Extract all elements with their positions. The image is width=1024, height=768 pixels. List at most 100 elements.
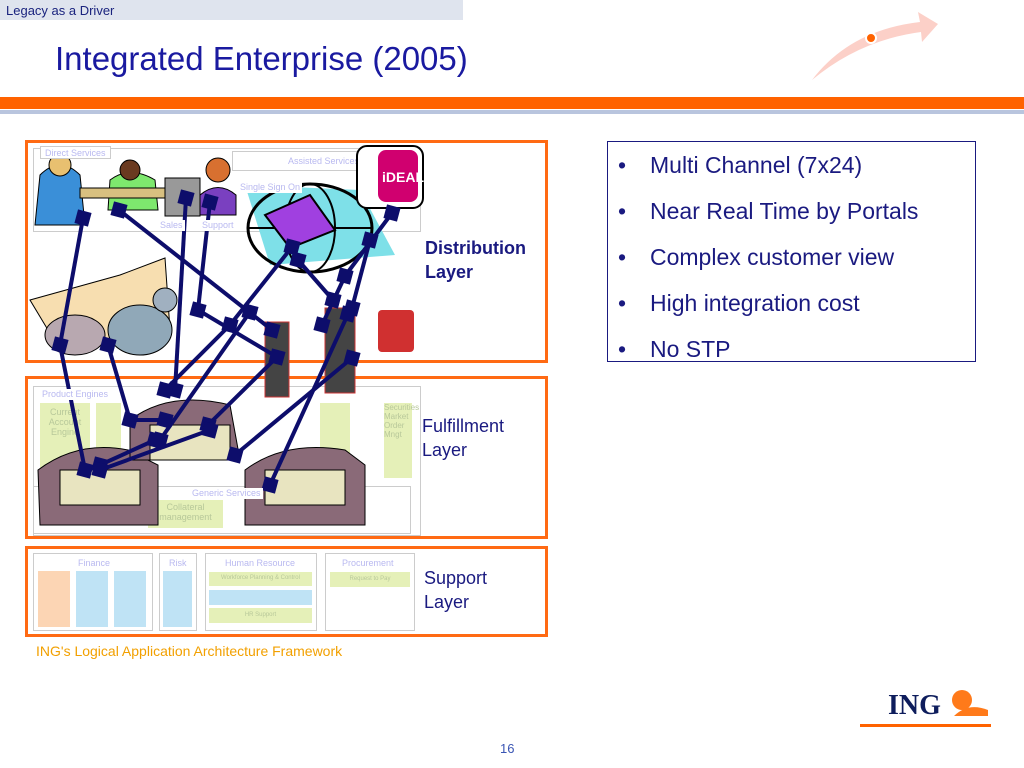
distribution-layer-label: Distribution Layer	[425, 236, 526, 284]
connection-node	[241, 303, 259, 321]
connection-node	[283, 238, 301, 256]
ideal-logo-icon: iDEAL	[356, 145, 424, 209]
connection-node	[226, 446, 244, 464]
section-tab: Legacy as a Driver	[0, 0, 463, 20]
finance-label: Finance	[78, 558, 111, 568]
procurement-label: Procurement	[342, 558, 394, 568]
connection-line	[58, 344, 87, 471]
connection-node	[201, 193, 219, 211]
connection-node	[361, 231, 379, 249]
connection-node	[313, 316, 331, 334]
bullet-item: Complex customer view	[618, 244, 975, 290]
label-line: Distribution	[425, 238, 526, 258]
connection-line	[163, 323, 232, 392]
risk-box	[159, 553, 197, 631]
connection-node	[110, 201, 128, 219]
connection-line	[296, 258, 335, 302]
connection-node	[201, 421, 219, 439]
connection-node	[99, 336, 117, 354]
network-connections	[51, 189, 401, 494]
connection-node	[51, 336, 69, 354]
connection-line	[196, 201, 212, 311]
collateral-box: Collateral management	[148, 500, 223, 528]
header-orange-bar	[0, 97, 1024, 109]
bullet-item: Near Real Time by Portals	[618, 198, 975, 244]
label-line: Layer	[425, 262, 474, 282]
sales-label: Sales	[158, 220, 185, 231]
direct-services-box: Direct Services	[40, 146, 111, 159]
sso-label: Single Sign On	[238, 182, 303, 193]
connection-line	[99, 438, 156, 467]
connection-node	[121, 411, 139, 429]
connection-node	[268, 348, 286, 366]
lion-logo-icon	[952, 690, 988, 716]
connection-node	[146, 431, 164, 449]
ing-underline	[860, 724, 991, 727]
risk-label: Risk	[169, 558, 187, 568]
risk-item	[163, 571, 192, 627]
generic-services-label: Generic Services	[190, 488, 263, 499]
ing-logo: ING	[888, 690, 941, 721]
connection-node	[324, 291, 342, 309]
support-layer-label: Support Layer	[424, 566, 487, 614]
mailbox-icon	[378, 310, 414, 352]
bullet-box: Multi Channel (7x24) Near Real Time by P…	[607, 141, 976, 362]
slide-title: Integrated Enterprise (2005)	[55, 40, 468, 77]
hr-item	[209, 590, 312, 605]
connection-node	[156, 411, 174, 429]
connection-line	[99, 428, 211, 472]
framework-caption: ING's Logical Application Architecture F…	[36, 643, 343, 659]
connection-line	[350, 239, 372, 309]
workforce-item: Workforce Planning & Control	[209, 572, 312, 586]
connection-node	[261, 476, 279, 494]
generic-services-box	[33, 486, 411, 534]
connection-node	[383, 204, 401, 222]
finance-item	[38, 571, 70, 627]
bullet-item: Multi Channel (7x24)	[618, 152, 975, 198]
connection-line	[206, 355, 279, 427]
connection-node	[74, 209, 92, 227]
connection-line	[106, 344, 132, 421]
connection-line	[228, 245, 294, 327]
connection-line	[233, 356, 354, 457]
page-number: 16	[500, 741, 515, 756]
connection-node	[189, 301, 207, 319]
connection-line	[196, 308, 279, 359]
hr-label: Human Resource	[225, 558, 296, 568]
connection-node	[76, 461, 94, 479]
finance-item	[76, 571, 108, 627]
connection-node	[289, 251, 307, 269]
connection-line	[268, 313, 350, 486]
support-layer-box	[25, 546, 548, 637]
hr-support-item: HR Support	[209, 608, 312, 623]
arrow-logo-icon	[812, 12, 938, 80]
connection-node	[336, 267, 354, 285]
hr-box	[205, 553, 317, 631]
ideal-logo-text: iDEAL	[382, 169, 424, 185]
label-line: Fulfillment	[422, 416, 505, 436]
bullet-item: High integration cost	[618, 290, 975, 336]
procurement-box	[325, 553, 415, 631]
fulfillment-framework	[33, 386, 421, 536]
connection-node	[263, 321, 281, 339]
connection-line	[58, 217, 85, 346]
connection-node	[343, 349, 361, 367]
finance-box	[33, 553, 153, 631]
network-diagram: iDEAL	[29, 145, 424, 526]
connection-node	[339, 305, 357, 323]
securities-market-box: Securities Market Order Mngt	[384, 403, 419, 478]
globe-network-icon	[245, 182, 395, 274]
bullet-item: No STP	[618, 336, 975, 382]
finance-item	[114, 571, 146, 627]
request-item: Request to Pay	[330, 572, 410, 587]
tape-drive-clipart-icon	[37, 399, 366, 526]
connection-node	[156, 381, 174, 399]
connection-node	[91, 461, 109, 479]
connection-node	[221, 316, 239, 334]
connection-node	[177, 189, 195, 207]
support-label: Support	[200, 220, 236, 231]
product-engines-label: Product Engines	[40, 389, 111, 400]
label-line: Layer	[424, 592, 470, 612]
fulfillment-layer-label: Fulfillment Layer	[422, 414, 504, 462]
label-line: Support	[424, 568, 488, 588]
